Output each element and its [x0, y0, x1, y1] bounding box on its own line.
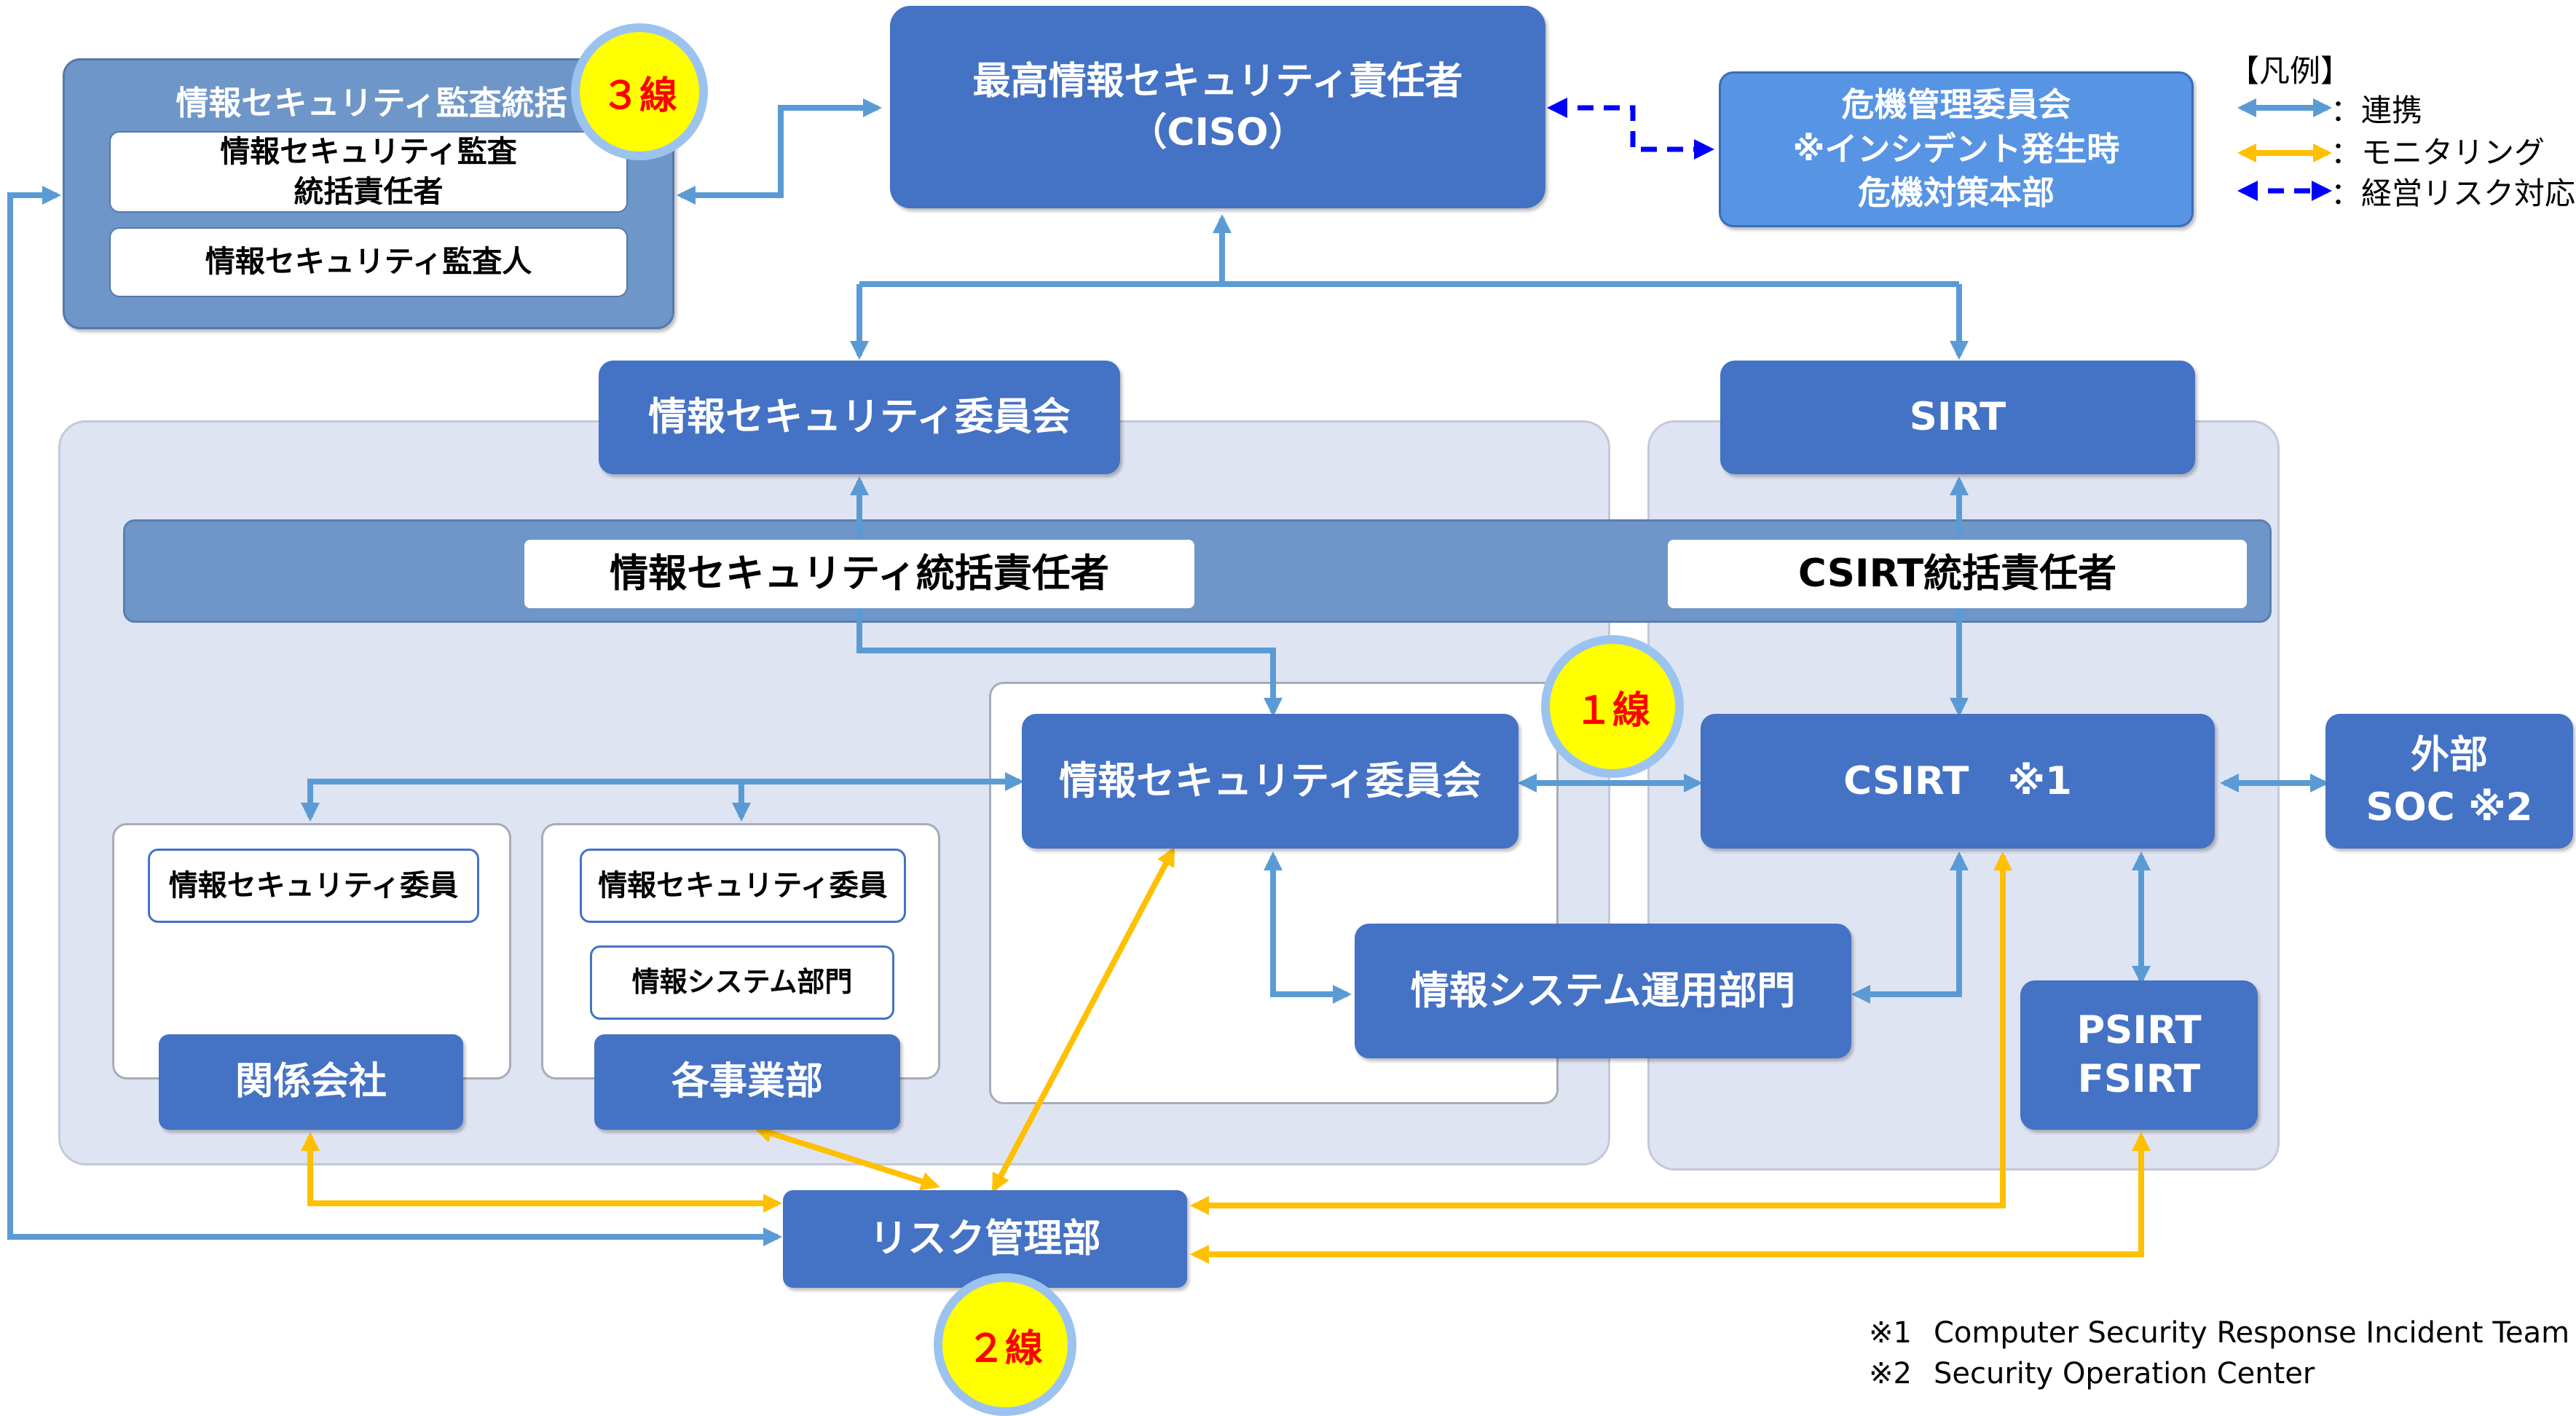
- psirt-label: PSIRT FSIRT: [2076, 1008, 2202, 1101]
- business-box: 各事業部: [594, 1034, 900, 1130]
- legend-item-management-risk: ：経営リスク対応: [2331, 175, 2576, 211]
- external-soc-box: 外部 SOC ※2: [2325, 714, 2573, 849]
- sirt-label: SIRT: [1909, 395, 2006, 440]
- bar-committee-mid-connector: [856, 608, 1283, 717]
- third-line-badge: ３線: [571, 23, 708, 160]
- csirt-label: CSIRT ※1: [1843, 758, 2072, 803]
- committee-mid-label: 情報セキュリティ委員会: [1059, 758, 1481, 803]
- risk-box: リスク管理部: [783, 1190, 1187, 1288]
- committee-groups-connector: [301, 772, 1024, 822]
- crisis-label: 危機管理委員会 ※インシデント発生時 危機対策本部: [1792, 84, 2120, 213]
- legend-item-monitoring: ：モニタリング: [2331, 134, 2545, 170]
- legend-item-cooperation: ：連携: [2331, 92, 2423, 128]
- committee-top-box: 情報セキュリティ委員会: [599, 361, 1120, 474]
- footnote-1-text: Computer Security Response Incident Team: [1933, 1316, 2570, 1350]
- committee-itops-connector: [1264, 851, 1352, 1004]
- ciso-box: 最高情報セキュリティ責任者 （CISO）: [890, 6, 1545, 208]
- audit-head-box: 情報セキュリティ監査 統括責任者: [109, 131, 628, 213]
- psirt-risk-monitoring: [1190, 1132, 2151, 1264]
- audit-ciso-connector: [677, 98, 882, 205]
- footnote-1-mark: ※1: [1869, 1316, 1912, 1350]
- affiliates-box: 関係会社: [159, 1034, 463, 1130]
- ciso-label: 最高情報セキュリティ責任者 （CISO）: [972, 59, 1463, 154]
- csirt-head-label: CSIRT統括責任者: [1797, 551, 2117, 597]
- risk-audit-connector: [7, 186, 782, 1246]
- third-line-label: ３線: [601, 74, 677, 118]
- footnote-2-text: Security Operation Center: [1933, 1357, 2315, 1391]
- ciso-crisis-connector: [1547, 98, 1714, 160]
- affiliates-label: 関係会社: [235, 1060, 387, 1104]
- auditor-label: 情報セキュリティ監査人: [205, 244, 532, 280]
- business-risk-monitoring: [753, 1124, 940, 1191]
- business-it-box: 情報システム部門: [590, 945, 894, 1020]
- it-ops-label: 情報システム運用部門: [1410, 968, 1796, 1013]
- external-soc-label: 外部 SOC ※2: [2366, 732, 2533, 830]
- business-it-label: 情報システム部門: [631, 966, 853, 999]
- csirt-head-box: CSIRT統括責任者: [1668, 540, 2247, 608]
- crisis-box: 危機管理委員会 ※インシデント発生時 危機対策本部: [1719, 71, 2194, 227]
- business-member-label: 情報セキュリティ委員: [598, 869, 888, 902]
- footnote-2: ※2 Security Operation Center: [1869, 1352, 2315, 1396]
- audit-title: 情報セキュリティ監査統括: [176, 83, 567, 122]
- business-label: 各事業部: [671, 1060, 823, 1104]
- legend-title: 【凡例】: [2229, 52, 2352, 89]
- csirt-box: CSIRT ※1: [1701, 714, 2215, 849]
- committee-mid-box: 情報セキュリティ委員会: [1022, 714, 1519, 849]
- psirt-box: PSIRT FSIRT: [2020, 980, 2258, 1130]
- affiliates-risk-monitoring: [301, 1132, 782, 1213]
- sirt-box: SIRT: [1720, 361, 2195, 474]
- audit-head-label: 情報セキュリティ監査 統括責任者: [220, 133, 517, 209]
- risk-label: リスク管理部: [869, 1216, 1101, 1262]
- auditor-box: 情報セキュリティ監査人: [109, 227, 628, 297]
- first-line-label: １線: [1574, 688, 1650, 733]
- second-line-badge: ２線: [934, 1273, 1076, 1416]
- footnote-1: ※1 Computer Security Response Incident T…: [1869, 1311, 2569, 1355]
- first-line-badge: １線: [1541, 635, 1684, 778]
- committee-risk-monitoring: [991, 846, 1175, 1193]
- footnote-2-mark: ※2: [1869, 1357, 1912, 1391]
- csirt-itops-connector: [1851, 851, 1969, 1004]
- second-line-label: ２線: [966, 1326, 1043, 1371]
- business-member-box: 情報セキュリティ委員: [580, 849, 906, 923]
- committee-top-label: 情報セキュリティ委員会: [648, 395, 1071, 440]
- affiliates-member-label: 情報セキュリティ委員: [168, 869, 459, 902]
- affiliates-member-box: 情報セキュリティ委員: [148, 849, 479, 923]
- it-ops-box: 情報システム運用部門: [1355, 924, 1851, 1058]
